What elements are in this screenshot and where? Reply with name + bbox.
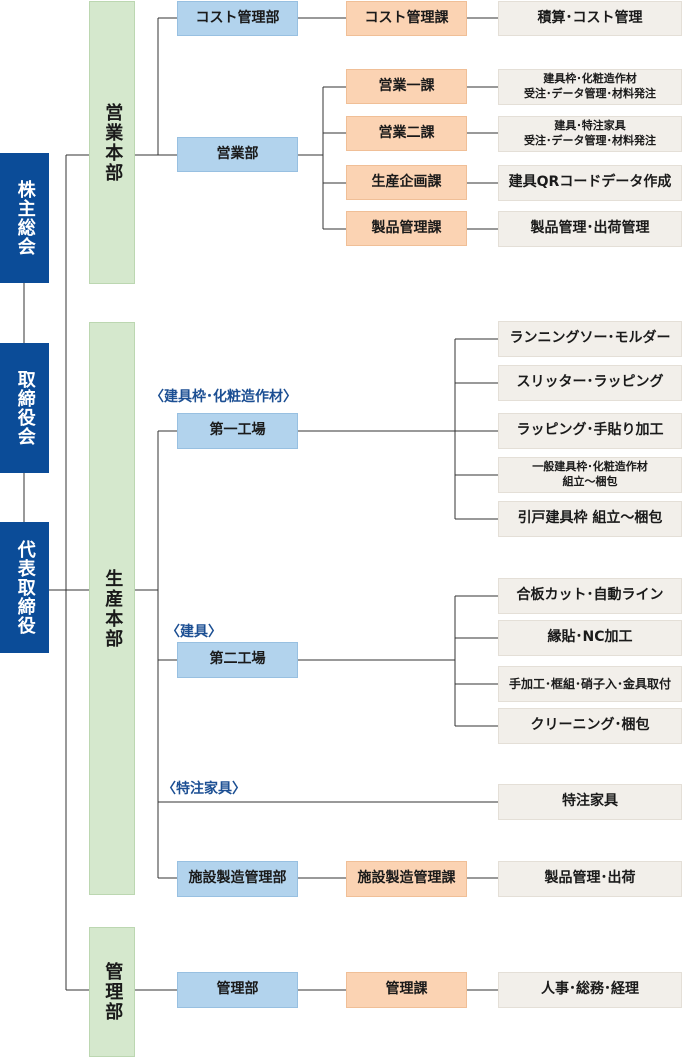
factory-2-line-3: 手加工･框組･硝子入･金具取付: [498, 666, 682, 702]
sales-section-2: 営業二課: [346, 116, 467, 151]
facility-dept-box: 施設製造管理部: [177, 861, 298, 897]
sales-section-1: 営業一課: [346, 69, 467, 104]
cost-management-section: コスト管理課: [346, 1, 467, 36]
admin-section-box: 管理課: [346, 972, 467, 1008]
board-of-directors-box: 取締役会: [0, 343, 49, 473]
task-line: 建具･特注家具: [554, 119, 626, 133]
facility-section-box: 施設製造管理課: [346, 861, 467, 897]
product-task-box: 製品管理･出荷管理: [498, 211, 682, 247]
task-line: 組立～梱包: [562, 475, 618, 488]
production-hq-box: 生産本部: [89, 322, 135, 895]
task-line: 建具枠･化粧造作材: [543, 72, 637, 86]
factory-1-box: 第一工場: [177, 413, 298, 449]
admin-hq-box: 管理部: [89, 927, 135, 1057]
admin-dept-box: 管理部: [177, 972, 298, 1008]
production-planning-section: 生産企画課: [346, 165, 467, 200]
task-line: 一般建具枠･化粧造作材: [532, 460, 648, 474]
sales-dept: 営業部: [177, 137, 298, 172]
factory-2-line-1: 合板カット･自動ライン: [498, 578, 682, 614]
cost-task-box: 積算･コスト管理: [498, 1, 682, 36]
factory-1-line-3: ラッピング･手貼り加工: [498, 413, 682, 449]
factory-1-line-2: スリッター･ラッピング: [498, 365, 682, 401]
ceo-box: 代表取締役: [0, 522, 49, 653]
factory-2-line-2: 縁貼･NC加工: [498, 620, 682, 656]
custom-furniture-box: 特注家具: [498, 784, 682, 820]
sales-hq-box: 営業本部: [89, 1, 135, 284]
category-label-custom-furniture: 〈特注家具〉: [162, 781, 246, 797]
factory-1-line-5: 引戸建具枠 組立～梱包: [498, 501, 682, 537]
sales-section-1-task: 建具枠･化粧造作材 受注･データ管理･材料発注: [498, 69, 682, 105]
factory-2-line-4: クリーニング･梱包: [498, 708, 682, 744]
factory-1-line-1: ランニングソー･モルダー: [498, 321, 682, 357]
shareholders-meeting-box: 株主総会: [0, 153, 49, 283]
facility-task-box: 製品管理･出荷: [498, 861, 682, 897]
category-label-fittings: 〈建具〉: [166, 624, 222, 640]
task-line: 受注･データ管理･材料発注: [524, 87, 656, 100]
task-line: 受注･データ管理･材料発注: [524, 134, 656, 147]
sales-section-2-task: 建具･特注家具 受注･データ管理･材料発注: [498, 116, 682, 152]
product-management-section: 製品管理課: [346, 211, 467, 246]
cost-management-dept: コスト管理部: [177, 1, 298, 36]
category-label-frames: 〈建具枠･化粧造作材〉: [150, 389, 297, 405]
factory-2-box: 第二工場: [177, 642, 298, 678]
factory-1-line-4: 一般建具枠･化粧造作材 組立～梱包: [498, 457, 682, 493]
admin-task-box: 人事･総務･経理: [498, 972, 682, 1008]
planning-task-box: 建具QRコードデータ作成: [498, 165, 682, 201]
